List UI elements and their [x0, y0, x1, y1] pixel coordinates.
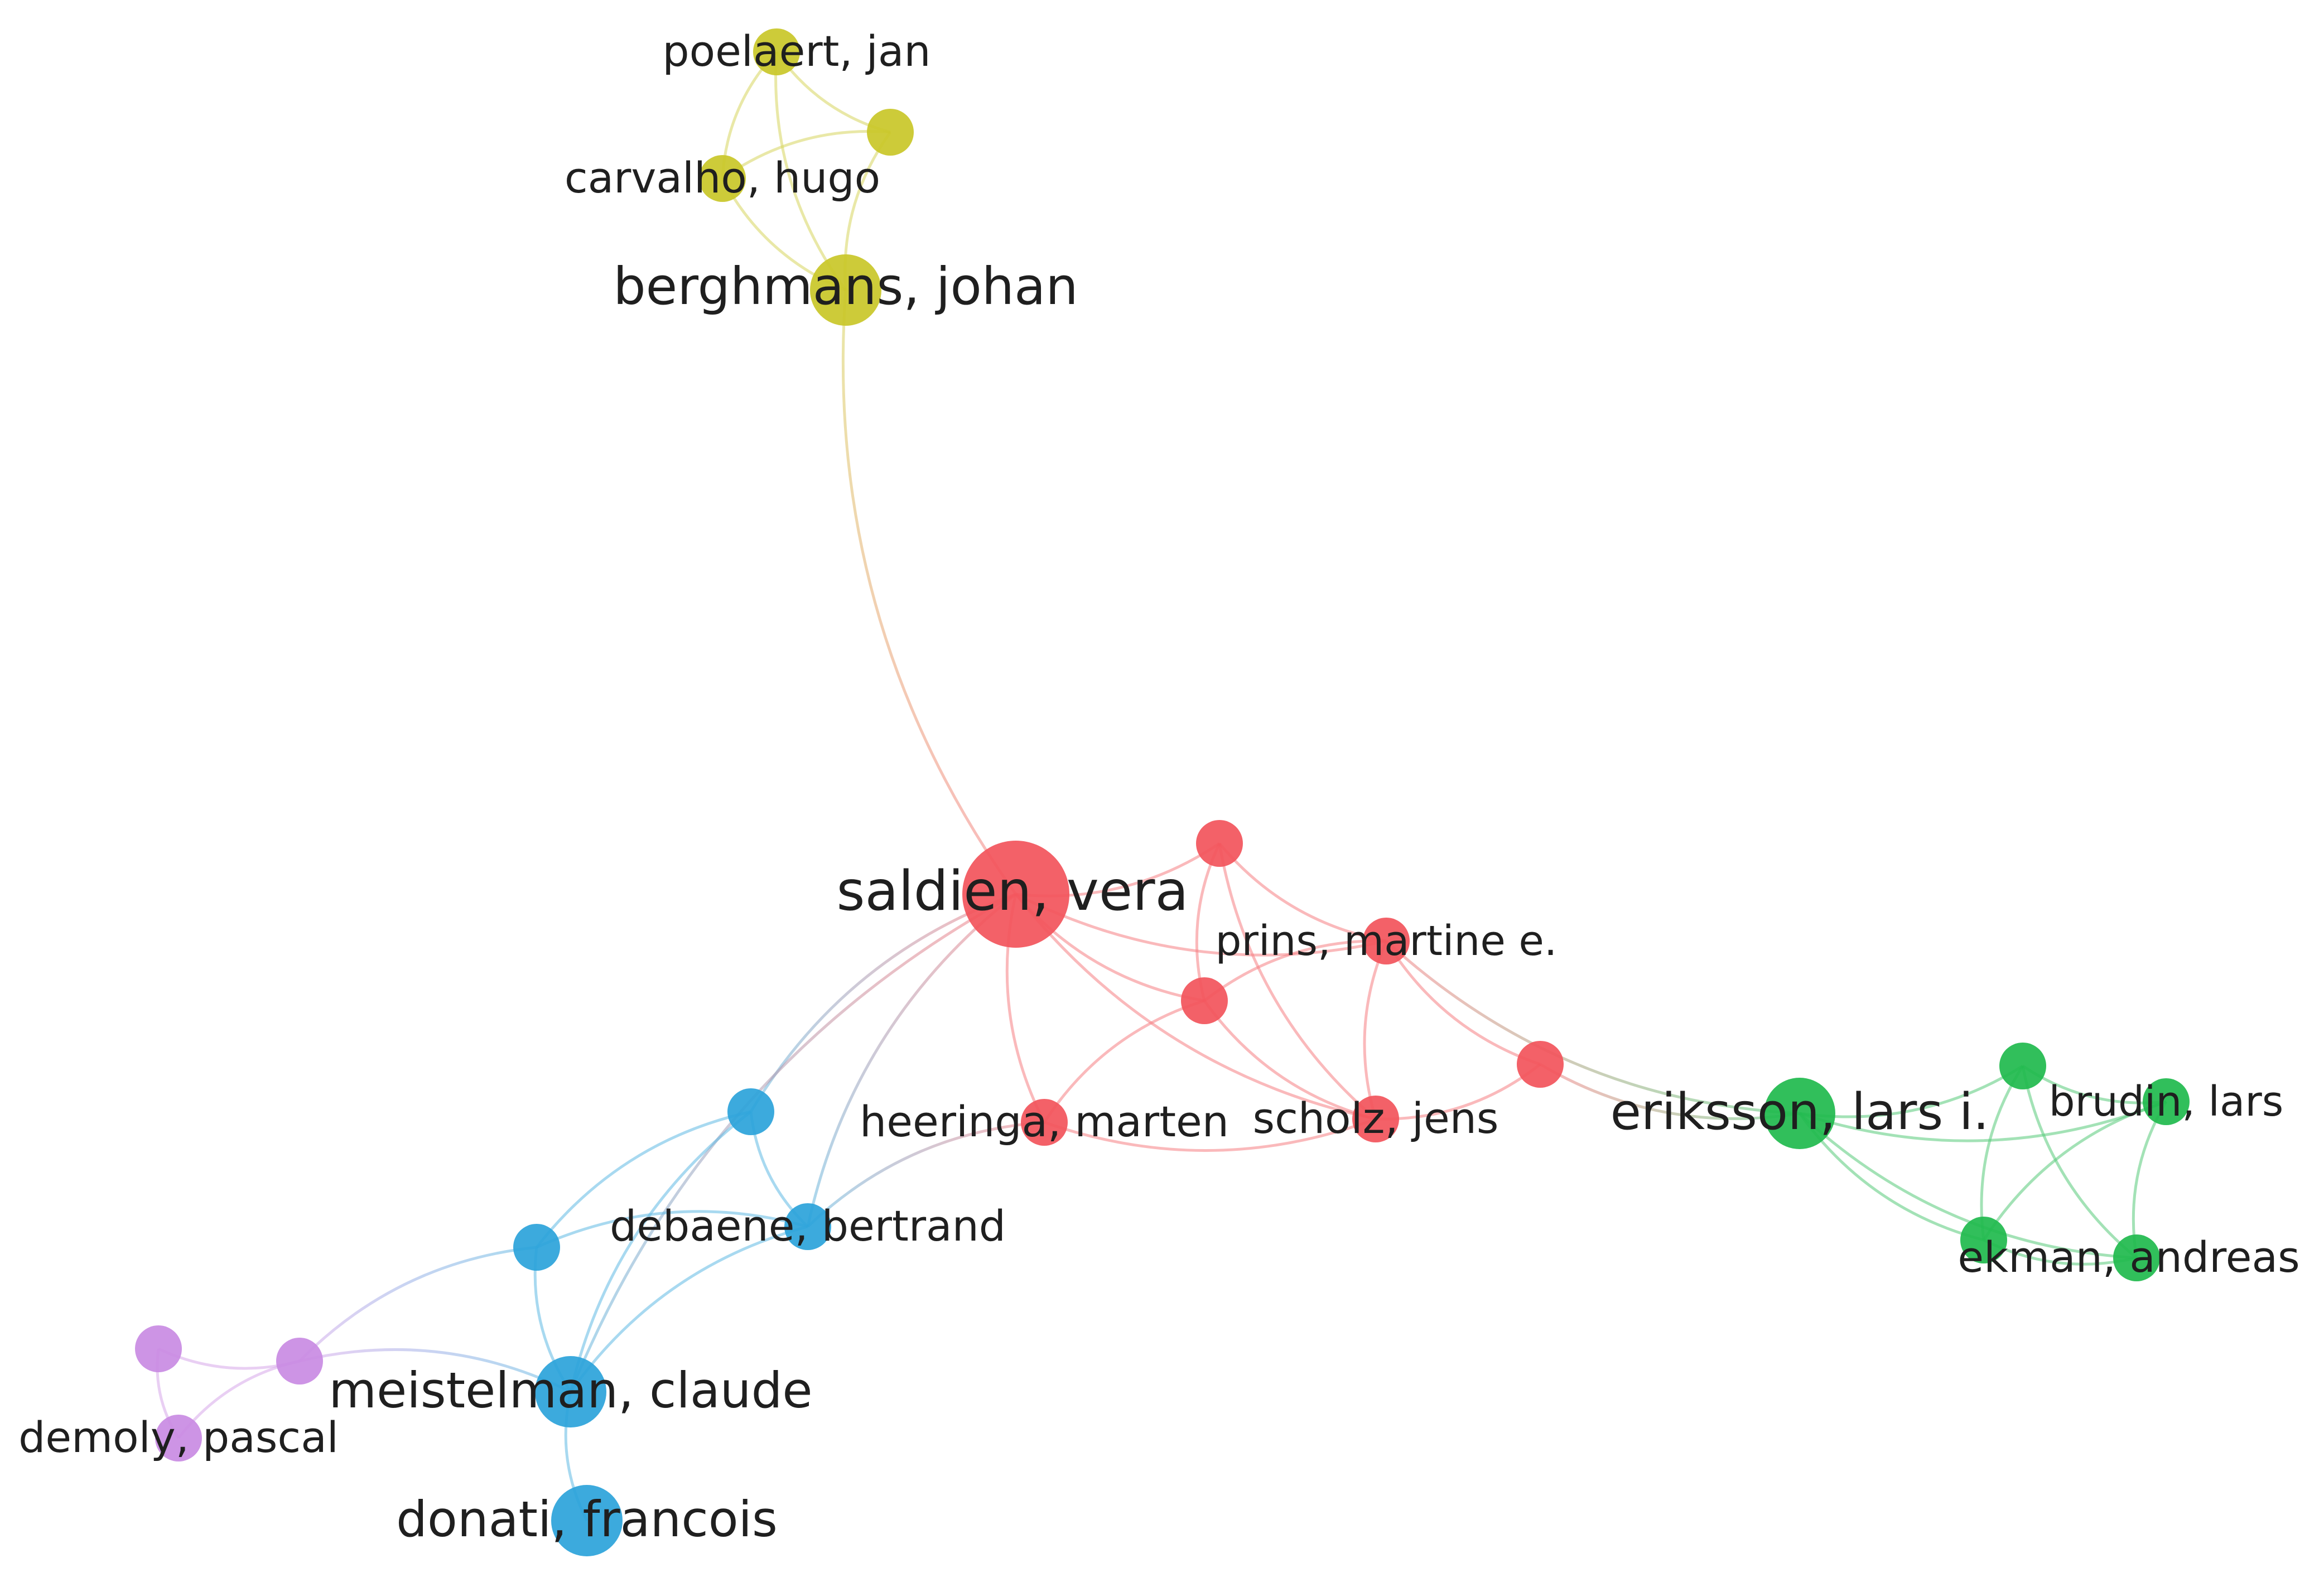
- node-g_bottom[interactable]: [1960, 1217, 2007, 1263]
- node-demoly[interactable]: [155, 1415, 202, 1461]
- link-b_left-p_right: [298, 1246, 537, 1362]
- link-prins-eriksson: [1385, 940, 1800, 1115]
- node-p_top[interactable]: [135, 1325, 182, 1372]
- network-links: [156, 51, 2168, 1522]
- node-ekman[interactable]: [2113, 1234, 2160, 1281]
- label-ekman: ekman, andreas: [1957, 1232, 2299, 1282]
- node-g_top[interactable]: [1999, 1043, 2046, 1089]
- link-b_top-meistelman: [569, 1111, 752, 1392]
- link-r_top-prins: [1218, 842, 1387, 943]
- node-meistelman[interactable]: [535, 1356, 606, 1427]
- link-heeringa-debaene: [807, 1121, 1045, 1228]
- link-scholz-r_right: [1375, 1063, 1541, 1121]
- node-r_top[interactable]: [1196, 820, 1243, 867]
- label-demoly: demoly, pascal: [18, 1412, 339, 1462]
- node-eriksson[interactable]: [1764, 1078, 1835, 1149]
- node-prins[interactable]: [1363, 918, 1410, 964]
- label-donati: donati, francois: [396, 1490, 778, 1548]
- node-heeringa[interactable]: [1021, 1099, 1068, 1146]
- link-brudin-g_bottom: [1982, 1100, 2167, 1241]
- link-prins-scholz: [1363, 940, 1388, 1120]
- label-eriksson: eriksson, lars i.: [1611, 1083, 1989, 1141]
- node-y_unlabeled[interactable]: [867, 109, 914, 156]
- link-debaene-b_left: [536, 1210, 808, 1249]
- node-debaene[interactable]: [784, 1203, 831, 1250]
- link-meistelman-p_right: [299, 1348, 572, 1393]
- link-g_top-g_bottom: [1980, 1065, 2024, 1241]
- label-heeringa: heeringa, marten: [860, 1097, 1229, 1146]
- label-carvalho: carvalho, hugo: [565, 153, 880, 202]
- node-carvalho[interactable]: [699, 155, 746, 202]
- node-b_left[interactable]: [513, 1224, 560, 1271]
- link-eriksson-ekman: [1799, 1112, 2137, 1260]
- link-r_right-eriksson: [1539, 1063, 1800, 1120]
- label-saldien: saldien, vera: [836, 860, 1188, 923]
- link-b_top-b_left: [536, 1110, 751, 1248]
- node-poelaert[interactable]: [753, 28, 800, 75]
- node-brudin[interactable]: [2143, 1078, 2190, 1125]
- network-nodes: [135, 28, 2190, 1556]
- node-r_mid[interactable]: [1181, 977, 1228, 1024]
- link-r_mid-scholz: [1203, 1000, 1376, 1121]
- label-prins: prins, martine e.: [1216, 917, 1558, 965]
- label-poelaert: poelaert, jan: [662, 26, 930, 76]
- link-eriksson-brudin: [1799, 1100, 2167, 1142]
- label-debaene: debaene, bertrand: [610, 1201, 1006, 1251]
- label-brudin: brudin, lars: [2049, 1078, 2284, 1126]
- node-b_top[interactable]: [727, 1088, 774, 1135]
- link-r_mid-heeringa: [1043, 999, 1205, 1123]
- node-donati[interactable]: [551, 1485, 623, 1556]
- network-labels: poelaert, jan carvalho, hugo berghmans, jo…: [18, 26, 2300, 1548]
- node-berghmans[interactable]: [810, 254, 881, 326]
- node-r_right[interactable]: [1517, 1041, 1564, 1088]
- link-berghmans-saldien: [841, 290, 1018, 895]
- node-scholz[interactable]: [1352, 1096, 1399, 1142]
- link-saldien-scholz: [1015, 893, 1376, 1121]
- label-meistelman: meistelman, claude: [329, 1362, 812, 1419]
- link-prins-r_right: [1385, 940, 1541, 1066]
- label-scholz: scholz, jens: [1252, 1093, 1498, 1143]
- label-berghmans: berghmans, johan: [613, 257, 1078, 316]
- link-saldien-debaene: [806, 893, 1017, 1227]
- node-p_right[interactable]: [276, 1338, 323, 1385]
- link-y_unlabeled-carvalho: [721, 130, 891, 180]
- link-prins-r_mid: [1203, 939, 1387, 1002]
- link-debaene-meistelman: [569, 1225, 808, 1393]
- node-saldien[interactable]: [962, 841, 1069, 948]
- link-g_top-ekman: [2021, 1065, 2138, 1259]
- link-r_top-scholz: [1218, 843, 1377, 1120]
- link-heeringa-scholz: [1044, 1117, 1376, 1152]
